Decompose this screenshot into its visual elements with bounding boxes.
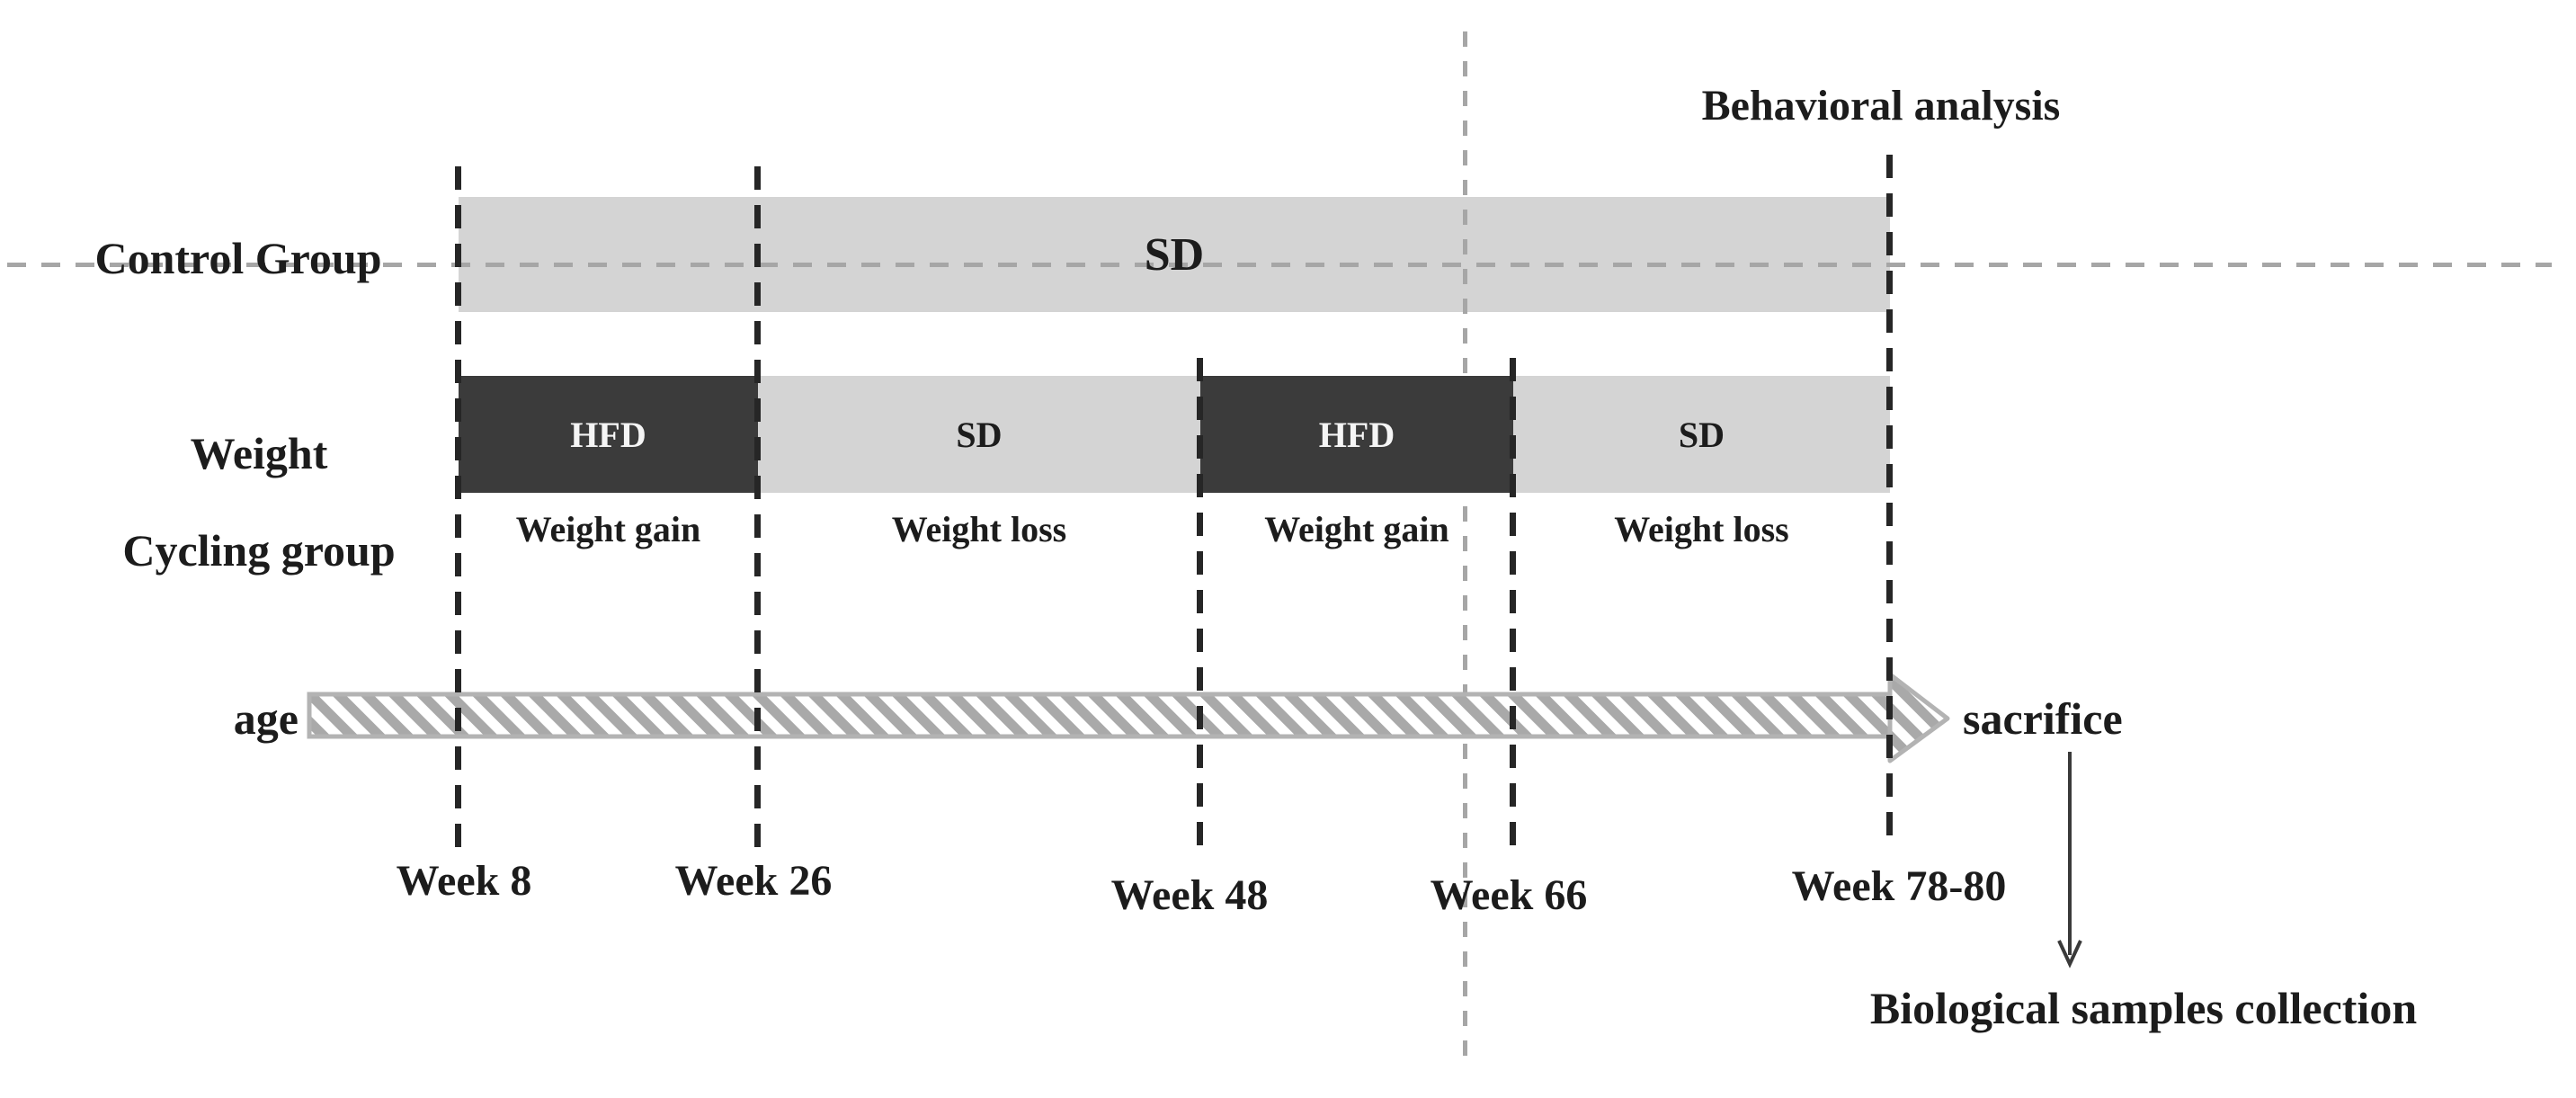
phase-label-weight-gain-2: Weight gain: [1264, 508, 1449, 549]
weight-cycling-group-label: Weight Cycling group: [54, 405, 464, 599]
phase-label-weight-gain-1: Weight gain: [515, 508, 701, 549]
age-timeline-arrow: [307, 672, 1950, 763]
weight-cycling-label-line2: Cycling group: [122, 525, 396, 576]
week-label-48: Week 48: [1110, 871, 1269, 919]
segment-4-diet-label: SD: [1678, 414, 1725, 455]
segment-1-diet-label: HFD: [570, 414, 646, 455]
week-8-dashed-line: [455, 166, 461, 847]
phase-label-weight-loss-1: Weight loss: [891, 508, 1067, 549]
week-label-66: Week 66: [1430, 871, 1588, 919]
control-bar-diet-label: SD: [1144, 228, 1205, 281]
age-arrow-head: [1887, 672, 1950, 763]
cycling-segment-sd-2: SD: [1513, 376, 1890, 493]
week-label-26: Week 26: [674, 857, 833, 905]
cycling-segment-hfd-1: HFD: [459, 376, 758, 493]
week-48-dashed-line: [1197, 358, 1203, 847]
control-group-sd-bar: [459, 197, 1890, 312]
weight-cycling-label-line1: Weight: [190, 428, 328, 478]
cycling-segment-sd-1: SD: [758, 376, 1200, 493]
week-78-80-dashed-line: [1886, 155, 1893, 847]
control-row-guide-dashed-line: [7, 263, 2552, 267]
behavioral-analysis-label: Behavioral analysis: [1701, 82, 2061, 129]
age-arrow-body: [307, 692, 1893, 739]
segment-3-diet-label: HFD: [1318, 414, 1395, 455]
sacrifice-label: sacrifice: [1963, 693, 2123, 744]
age-axis-label: age: [233, 693, 299, 744]
biological-samples-collection-label: Biological samples collection: [1869, 983, 2418, 1033]
sacrifice-down-arrow: [2057, 752, 2082, 969]
vertical-grey-guide-dashed-line: [1463, 31, 1467, 1067]
week-26-dashed-line: [754, 166, 761, 847]
control-group-label: Control Group: [94, 233, 382, 283]
phase-label-weight-loss-2: Weight loss: [1614, 508, 1789, 549]
cycling-segment-hfd-2: HFD: [1200, 376, 1513, 493]
segment-2-diet-label: SD: [956, 414, 1003, 455]
week-label-78-80: Week 78-80: [1791, 862, 2007, 910]
week-label-8: Week 8: [396, 857, 532, 905]
week-66-dashed-line: [1510, 358, 1516, 847]
